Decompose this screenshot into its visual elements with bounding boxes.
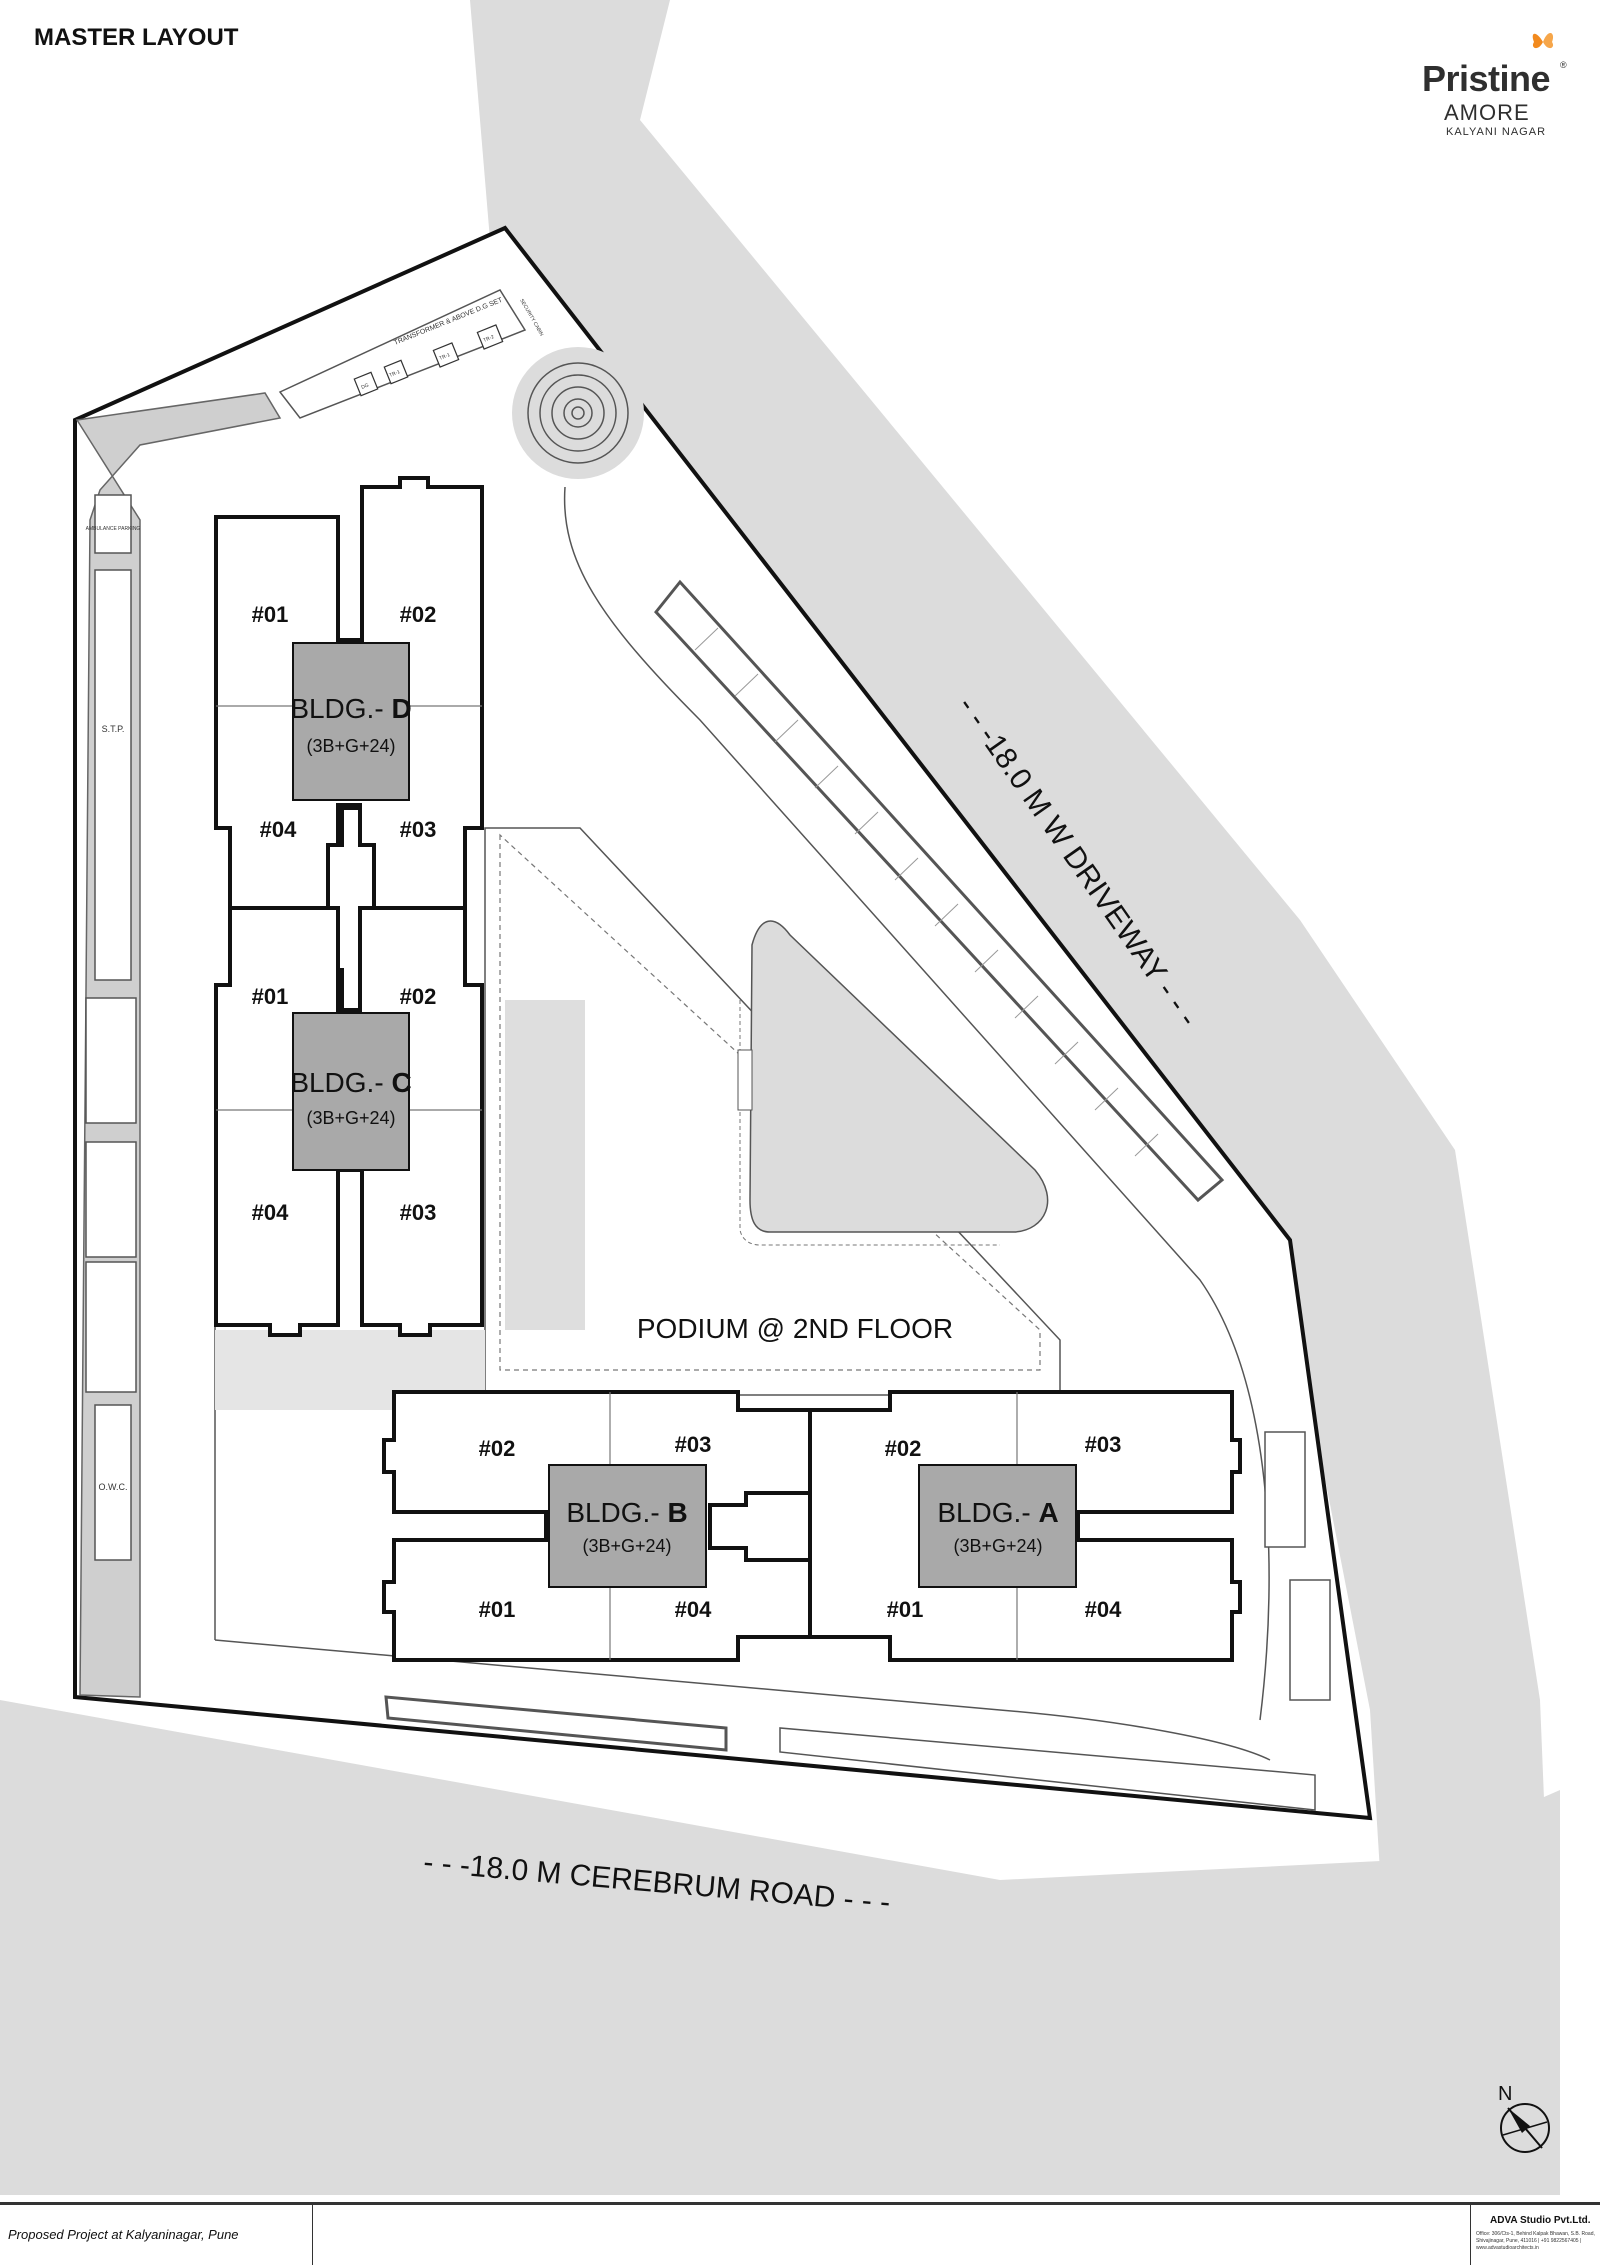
tr1-label: TR-1 [389, 369, 402, 379]
compass-north-label: N [1498, 2083, 1513, 2105]
east-parking [1264, 1431, 1331, 1701]
logo-location: KALYANI NAGAR [1446, 126, 1547, 138]
ambulance-parking [94, 494, 132, 554]
tr1b-label: TR-1 [439, 352, 452, 362]
footer: Proposed Project at Kalyaninagar, Pune A… [0, 2202, 1600, 2265]
building-d-core [292, 642, 410, 801]
logo-brand: Pristine [1422, 58, 1551, 99]
podium-outline [484, 827, 1061, 1396]
parking-w3 [85, 1261, 137, 1393]
building-b-unit-03: #03 [675, 1432, 712, 1457]
building-a-unit-04: #04 [1085, 1597, 1122, 1622]
building-a-floors: (3B+G+24) [953, 1536, 1042, 1556]
footer-firm: ADVA Studio Pvt.Ltd. [1490, 2215, 1591, 2226]
building-c: #01 #02 #04 #03 BLDG.- C (3B+G+24) [214, 906, 484, 1337]
logo-registered: ® [1560, 60, 1567, 70]
podium-strip [505, 1000, 585, 1330]
dg-label: DG [361, 382, 370, 390]
building-b-floors: (3B+G+24) [582, 1536, 671, 1556]
butterfly-icon [1532, 32, 1554, 49]
building-c-unit-03: #03 [400, 1200, 437, 1225]
tr1-box [383, 359, 409, 385]
building-d: #01 #02 #04 #03 BLDG.- D (3B+G+24) [214, 476, 484, 910]
tr2-label: TR-2 [483, 334, 496, 344]
south-parking-2 [779, 1727, 1316, 1811]
building-c-unit-04: #04 [252, 1200, 289, 1225]
podium-garden [749, 920, 1049, 1233]
building-c-floors: (3B+G+24) [306, 1108, 395, 1128]
building-b-unit-04: #04 [675, 1597, 712, 1622]
building-a: #02 #03 #01 #04 BLDG.- A (3B+G+24) [808, 1390, 1242, 1662]
driveway-parking-stalls [694, 627, 1159, 1157]
footer-project: Proposed Project at Kalyaninagar, Pune [8, 2227, 239, 2242]
building-a-unit-03: #03 [1085, 1432, 1122, 1457]
building-c-core [292, 1012, 410, 1171]
podium-label: PODIUM @ 2ND FLOOR [637, 1313, 953, 1344]
podium-steps [737, 1049, 753, 1111]
master-plan: AMBULANCE PARKING S.T.P. O.W.C. TRANSFOR… [0, 0, 1560, 2195]
parking-w2 [85, 1141, 137, 1258]
tr1b-box [432, 342, 460, 368]
internal-road-south [214, 1639, 1271, 1761]
footer-divider [1470, 2205, 1471, 2265]
building-c-name: BLDG.- C [290, 1067, 411, 1098]
parking-w1 [85, 997, 137, 1124]
owc [94, 1404, 132, 1561]
south-parking-1 [384, 1695, 728, 1752]
building-a-unit-01: #01 [887, 1597, 924, 1622]
page-title: MASTER LAYOUT [34, 24, 239, 51]
owc-label: O.W.C. [99, 1482, 128, 1492]
building-a-unit-02: #02 [885, 1436, 922, 1461]
building-b-core [548, 1464, 707, 1588]
building-b: #02 #03 #01 #04 BLDG.- B (3B+G+24) [382, 1390, 812, 1662]
tr2-box [476, 324, 504, 350]
brand-logo: Pristine ® AMORE KALYANI NAGAR [1400, 20, 1580, 140]
building-d-unit-01: #01 [252, 602, 289, 627]
building-b-unit-01: #01 [479, 1597, 516, 1622]
roundabout [512, 347, 644, 479]
building-a-core [918, 1464, 1077, 1588]
building-b-name: BLDG.- B [566, 1497, 687, 1528]
building-d-unit-02: #02 [400, 602, 437, 627]
driveway-parking [654, 579, 1225, 1203]
footer-address: Office: 306/Cts-1, Behind Kalpak Bhawan,… [1476, 2231, 1595, 2251]
building-d-unit-04: #04 [260, 817, 297, 842]
dg-box [353, 371, 379, 397]
building-d-floors: (3B+G+24) [306, 736, 395, 756]
internal-road-inner [563, 486, 1270, 1721]
building-c-unit-01: #01 [252, 984, 289, 1009]
cerebrum-road [0, 1700, 1560, 2195]
transformer-strip [278, 289, 527, 419]
stp [94, 569, 132, 981]
ambulance-label: AMBULANCE PARKING [86, 526, 141, 532]
building-b-unit-02: #02 [479, 1436, 516, 1461]
building-a-name: BLDG.- A [937, 1497, 1058, 1528]
building-d-unit-03: #03 [400, 817, 437, 842]
footer-divider [312, 2205, 313, 2265]
building-c-unit-02: #02 [400, 984, 437, 1009]
stp-label: S.T.P. [102, 724, 125, 734]
building-d-name: BLDG.- D [290, 693, 411, 724]
logo-sub: AMORE [1444, 100, 1530, 125]
compass-icon [1500, 2103, 1550, 2153]
